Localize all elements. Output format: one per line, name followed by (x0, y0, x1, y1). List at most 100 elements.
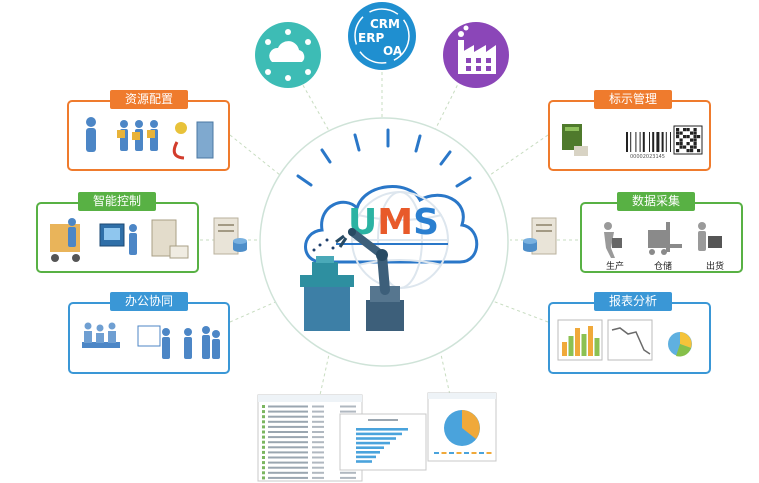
qrcode-cell (693, 145, 697, 149)
table-row-text (268, 436, 308, 439)
qrcode-cell (686, 128, 690, 132)
table-row-text (268, 405, 308, 408)
report-bar (356, 428, 408, 431)
barcode-bar (661, 132, 664, 152)
table-row-text (268, 451, 308, 454)
table-row-marker (262, 415, 265, 419)
report-sheets (257, 392, 497, 482)
step-production: 生产 (606, 262, 625, 272)
qrcode-cell (693, 135, 697, 139)
report-bar (356, 432, 402, 436)
qrcode-cell (679, 138, 683, 142)
table-row-value (340, 476, 356, 479)
table-row-marker (262, 440, 265, 444)
cloud-circle (255, 22, 321, 88)
qrcode-cell (676, 131, 680, 135)
table-row-value (312, 456, 324, 459)
pie-legend (434, 452, 492, 454)
qrcode-cell (683, 145, 687, 149)
qrcode-cell (679, 142, 683, 146)
table-row-text (268, 441, 308, 444)
charts-icon (557, 319, 692, 361)
qrcode-cell (679, 145, 683, 149)
legend-swatch (441, 452, 447, 454)
table-row-marker (262, 471, 265, 475)
mini-bar (581, 334, 587, 356)
qrcode-cell (697, 135, 701, 139)
barcode-bar (656, 132, 660, 152)
barcode-bar (630, 132, 632, 152)
table-row-marker (262, 430, 265, 434)
meeting-icon (82, 322, 220, 359)
qrcode-cell (676, 128, 680, 132)
table-row-text (268, 425, 308, 428)
qrcode-cell (693, 131, 697, 135)
cloud-network-icon (265, 29, 311, 81)
report-bar-sheet (339, 413, 427, 471)
people-gears-icon (86, 117, 214, 160)
qrcode-cell (676, 149, 680, 153)
logo-letter-s: S (413, 202, 439, 243)
table-row-value (312, 466, 324, 469)
table-row-value (312, 476, 324, 479)
module-data-collect: 生产 仓储 出货 (580, 202, 743, 273)
module-reports (548, 302, 711, 374)
qrcode-icon (673, 125, 703, 155)
qrcode-cell (686, 135, 690, 139)
legend-swatch (471, 452, 477, 454)
qrcode-cell (683, 135, 687, 139)
table-row-text (268, 456, 308, 459)
module-office-title: 办公协同 (110, 292, 188, 311)
crm-text: CRM (370, 17, 400, 31)
machine-left-icon (300, 238, 354, 331)
module-office (68, 302, 230, 374)
report-bar (356, 446, 384, 449)
table-row-value (312, 446, 324, 449)
table-row-text (268, 461, 308, 464)
logistics-icon (604, 222, 722, 258)
bar-sheet-title (368, 419, 398, 421)
barcode-number: 00002023145 (630, 154, 665, 160)
table-row-value (340, 410, 356, 413)
table-row-text (268, 471, 308, 474)
report-bar (356, 437, 396, 440)
qrcode-cell (690, 145, 694, 149)
qrcode-cell (690, 131, 694, 135)
automation-icon (50, 218, 189, 262)
qrcode-cell (676, 142, 680, 146)
factory-circle (443, 22, 509, 88)
qrcode-cell (686, 142, 690, 146)
barcode-bar (649, 132, 650, 152)
barcode-bar (642, 132, 645, 152)
table-row-marker (262, 405, 265, 408)
report-bar (356, 441, 390, 445)
erp-text: ERP (358, 31, 384, 45)
table-row-marker (262, 461, 265, 465)
qrcode-cell (690, 149, 694, 153)
barcode-bar (670, 132, 671, 152)
qrcode-cell (690, 138, 694, 142)
factory-icon (458, 25, 496, 74)
legend-swatch (434, 452, 439, 454)
qrcode-cell (693, 142, 697, 146)
barcode-bar (652, 132, 655, 152)
module-intelligent (36, 202, 199, 273)
pie-slice-orange (462, 410, 480, 439)
table-row-value (312, 471, 324, 474)
table-row-value (340, 471, 356, 474)
table-row-value (312, 436, 324, 439)
barcode-bar (639, 132, 641, 152)
report-bars (356, 419, 408, 463)
table-row-text (268, 446, 308, 449)
table-row-marker (262, 410, 265, 414)
mini-bar (568, 336, 574, 356)
mini-bar-chart (562, 326, 600, 356)
idea-rays (296, 128, 472, 188)
step-storage: 仓储 (654, 262, 673, 272)
table-row-value (312, 415, 324, 418)
server-icon-left (213, 217, 247, 255)
mini-bar (562, 342, 567, 356)
table-row-value (312, 461, 324, 464)
table-row-value (312, 441, 324, 444)
legend-swatch (464, 452, 469, 454)
